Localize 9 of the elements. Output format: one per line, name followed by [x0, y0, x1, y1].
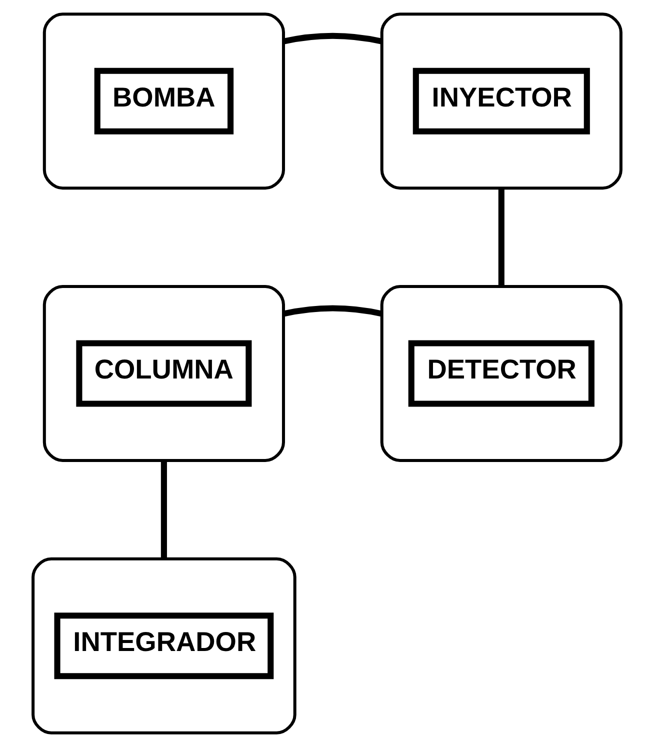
- node-box: INYECTOR: [380, 12, 622, 190]
- node-box: COLUMNA: [42, 284, 285, 462]
- node-box: DETECTOR: [380, 284, 622, 462]
- connector: [283, 305, 382, 317]
- node-box: INTEGRADOR: [32, 557, 296, 734]
- node-box: BOMBA: [42, 12, 285, 190]
- connector: [498, 188, 504, 286]
- connector: [160, 460, 167, 559]
- connector: [283, 32, 382, 44]
